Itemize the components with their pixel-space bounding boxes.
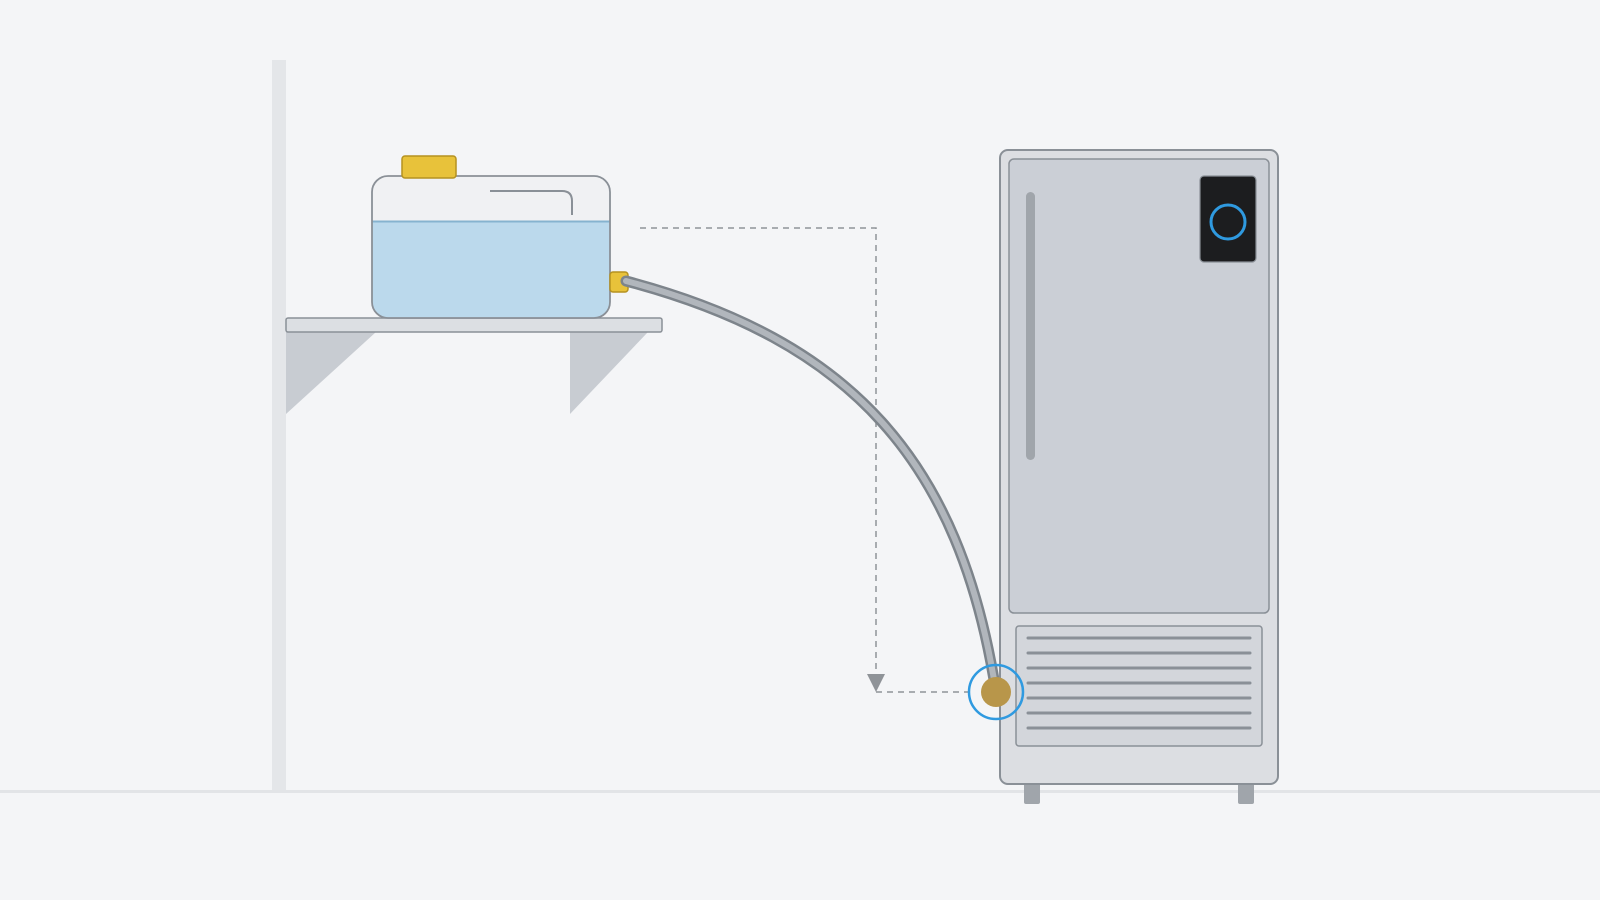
wall-post <box>272 60 286 792</box>
shelf-bracket-right <box>570 332 648 414</box>
shelf-board <box>285 317 663 333</box>
display-panel <box>1199 175 1257 263</box>
appliance <box>999 149 1279 804</box>
shelf-bracket-left <box>286 332 376 414</box>
hose-inner <box>623 278 999 695</box>
appliance-door <box>1008 158 1270 614</box>
guide-dashed-line <box>640 227 877 672</box>
appliance-foot-right <box>1238 782 1254 804</box>
water-tank <box>371 155 629 319</box>
floor-line <box>0 790 1600 793</box>
door-handle <box>1026 192 1035 460</box>
tank-handle <box>490 190 573 215</box>
vent-grille <box>1015 625 1263 747</box>
target-ring-icon <box>967 663 1025 721</box>
arrow-down-icon <box>867 674 885 692</box>
vent-slats <box>1026 636 1252 730</box>
appliance-foot-left <box>1024 782 1040 804</box>
power-ring-icon <box>1209 203 1247 241</box>
water-inlet[interactable] <box>967 663 1025 721</box>
flow-guide <box>640 227 970 693</box>
tank-cap <box>401 155 457 179</box>
inlet-port[interactable] <box>981 677 1011 707</box>
water-hose <box>620 275 1002 698</box>
tank-outline <box>371 175 611 319</box>
tank-water <box>372 221 610 318</box>
